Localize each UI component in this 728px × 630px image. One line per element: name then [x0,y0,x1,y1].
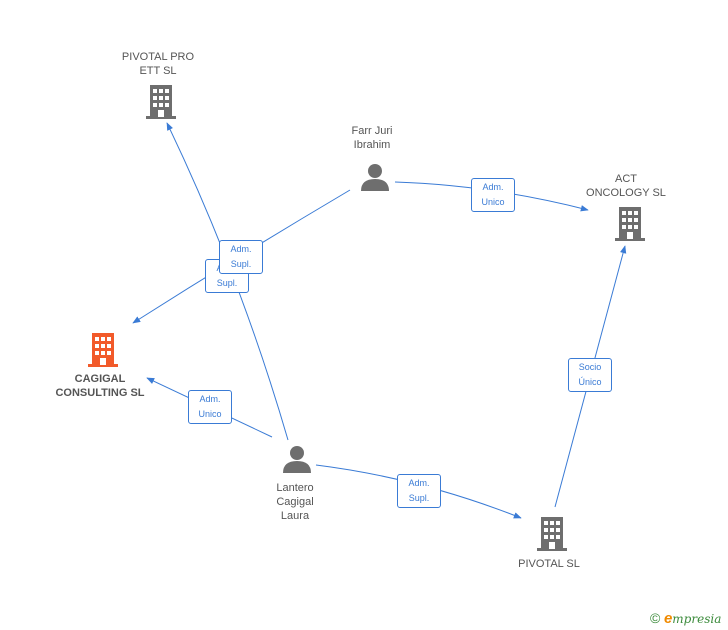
node-label-pivotal-pro-ett[interactable]: PIVOTAL PRO ETT SL [121,51,195,77]
node-label-act-oncology[interactable]: ACT ONCOLOGY SL [586,173,666,199]
edge-label-lantero-pivotal-pro: Adm. Supl. [219,240,263,274]
node-label-cagigal-consulting[interactable]: CAGIGAL CONSULTING SL [55,373,145,399]
brand-e: e [663,610,673,627]
building-icon [537,517,567,551]
copyright-icon: © [650,610,661,626]
edge-label-farr-act: Adm. Unico [471,178,515,212]
node-label-pivotal[interactable]: PIVOTAL SL [518,558,580,570]
person-icon [283,446,311,473]
building-icon-highlighted [88,333,118,367]
edge-label-pivotal-act: Socio Único [568,358,612,392]
edge-label-lantero-pivotal: Adm. Supl. [397,474,441,508]
empresia-logo: © empresia [650,610,721,627]
node-label-lantero[interactable]: Lantero Cagigal Laura [276,482,314,522]
person-icon [361,164,389,191]
node-label-farr-juri[interactable]: Farr Juri Ibrahim [351,125,393,151]
edge-label-lantero-cagigal: Adm. Unico [188,390,232,424]
building-icon [146,85,176,119]
building-icon [615,207,645,241]
brand-name: mpresia [672,612,722,626]
